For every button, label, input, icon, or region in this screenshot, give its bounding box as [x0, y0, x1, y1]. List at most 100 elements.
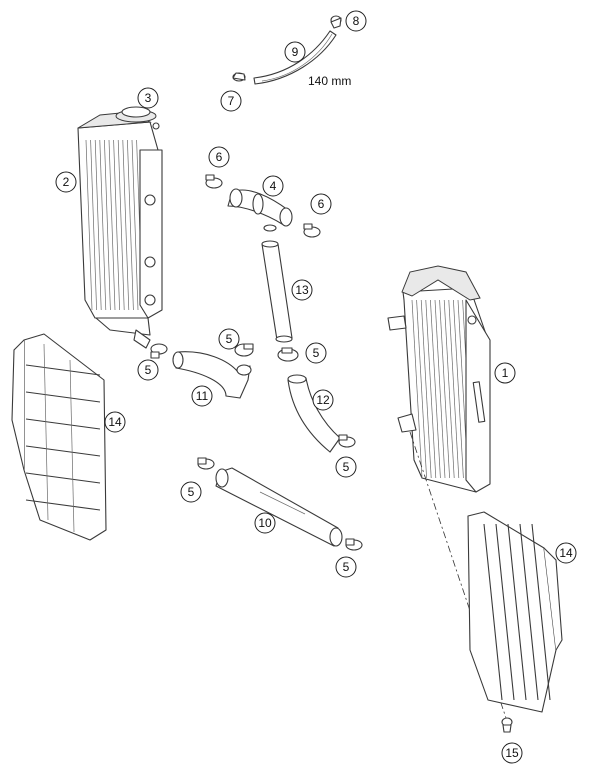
callout-number: 5	[188, 485, 195, 499]
clip-small	[232, 72, 246, 82]
fin-line	[113, 139, 120, 311]
fin-line	[531, 523, 551, 701]
hose-elbow	[172, 351, 252, 399]
overflow-hose	[253, 30, 337, 85]
fin-line	[117, 139, 125, 311]
fin-line	[43, 343, 49, 521]
fin-line	[104, 139, 111, 311]
fin-line	[453, 299, 464, 479]
callout-14a: 14	[104, 411, 126, 433]
hose-bend	[287, 374, 341, 453]
callout-3: 3	[137, 87, 159, 109]
callout-5b: 5	[218, 328, 240, 350]
callout-number: 5	[226, 332, 233, 346]
callout-number: 3	[145, 91, 152, 105]
hose-connector	[227, 188, 293, 232]
clamp-6-right	[303, 223, 321, 238]
callout-number: 7	[228, 94, 235, 108]
callout-number: 5	[343, 460, 350, 474]
fin-line	[434, 299, 446, 479]
fin-line	[443, 299, 455, 479]
callout-number: 8	[353, 14, 360, 28]
hose-long	[215, 467, 343, 547]
fin-line	[25, 445, 101, 457]
callout-5d: 5	[335, 456, 357, 478]
fin-line	[416, 299, 427, 479]
callout-number: 13	[295, 283, 309, 297]
clamp-5-d	[338, 434, 356, 448]
fin-line	[25, 418, 101, 430]
fin-line	[519, 523, 539, 701]
callout-5f: 5	[335, 556, 357, 578]
fin-line	[411, 299, 423, 479]
screw	[501, 717, 513, 733]
clamp-5-b	[234, 343, 254, 357]
callout-number: 5	[145, 363, 152, 377]
fin-line	[430, 299, 441, 479]
clamp-5-a	[150, 343, 168, 359]
fin-line	[90, 139, 97, 311]
callout-13: 13	[291, 279, 313, 301]
fin-line	[25, 499, 101, 511]
fin-line	[94, 139, 102, 311]
radiator-right	[387, 265, 491, 493]
fin-line	[507, 523, 527, 701]
fin-line	[495, 523, 515, 701]
fin-line	[108, 139, 116, 311]
fin-line	[25, 391, 101, 403]
callout-6a: 6	[208, 146, 230, 168]
radiator-left	[77, 111, 163, 349]
fin-line	[420, 299, 432, 479]
fin-line	[131, 139, 139, 311]
callout-number: 4	[270, 179, 277, 193]
callout-number: 5	[343, 560, 350, 574]
callout-number: 1	[502, 366, 509, 380]
callout-number: 15	[505, 746, 519, 760]
fin-line	[69, 359, 75, 533]
guard-left	[11, 333, 107, 541]
pipe	[261, 240, 293, 343]
callout-number: 9	[292, 45, 299, 59]
callout-number: 11	[196, 389, 209, 403]
radiator-cap	[115, 106, 160, 130]
fin-line	[25, 472, 101, 484]
fin-line	[85, 139, 93, 311]
fin-line	[439, 299, 450, 479]
callout-number: 5	[313, 346, 320, 360]
callout-11: 11	[191, 385, 213, 407]
fin-line	[127, 139, 134, 311]
clamp-5-f	[345, 538, 363, 551]
guard-right	[467, 511, 563, 713]
callout-14b: 14	[555, 542, 577, 564]
fin-line	[25, 364, 101, 376]
fin-line	[483, 523, 503, 701]
fin-line	[425, 299, 437, 479]
clamp-5-e	[197, 457, 215, 470]
clamp-5-c	[277, 347, 299, 362]
dimension-label: 140 mm	[308, 74, 351, 88]
callout-number: 14	[108, 415, 122, 429]
callout-10: 10	[254, 512, 276, 534]
callout-15: 15	[501, 742, 523, 764]
callout-5a: 5	[137, 359, 159, 381]
callout-number: 14	[559, 546, 573, 560]
callout-9: 9	[284, 41, 306, 63]
clamp-6-left	[205, 174, 223, 189]
callout-6b: 6	[310, 193, 332, 215]
callout-number: 10	[258, 516, 272, 530]
callout-number: 2	[63, 175, 70, 189]
fin-line	[99, 139, 107, 311]
callout-5e: 5	[180, 481, 202, 503]
clip-top	[330, 15, 342, 29]
callout-12: 12	[312, 389, 334, 411]
callout-4: 4	[262, 175, 284, 197]
callout-number: 12	[316, 393, 330, 407]
callout-number: 6	[318, 197, 325, 211]
fin-line	[448, 299, 460, 479]
callout-7: 7	[220, 90, 242, 112]
callout-1: 1	[494, 362, 516, 384]
callout-5c: 5	[305, 342, 327, 364]
callout-2: 2	[55, 171, 77, 193]
callout-8: 8	[345, 10, 367, 32]
